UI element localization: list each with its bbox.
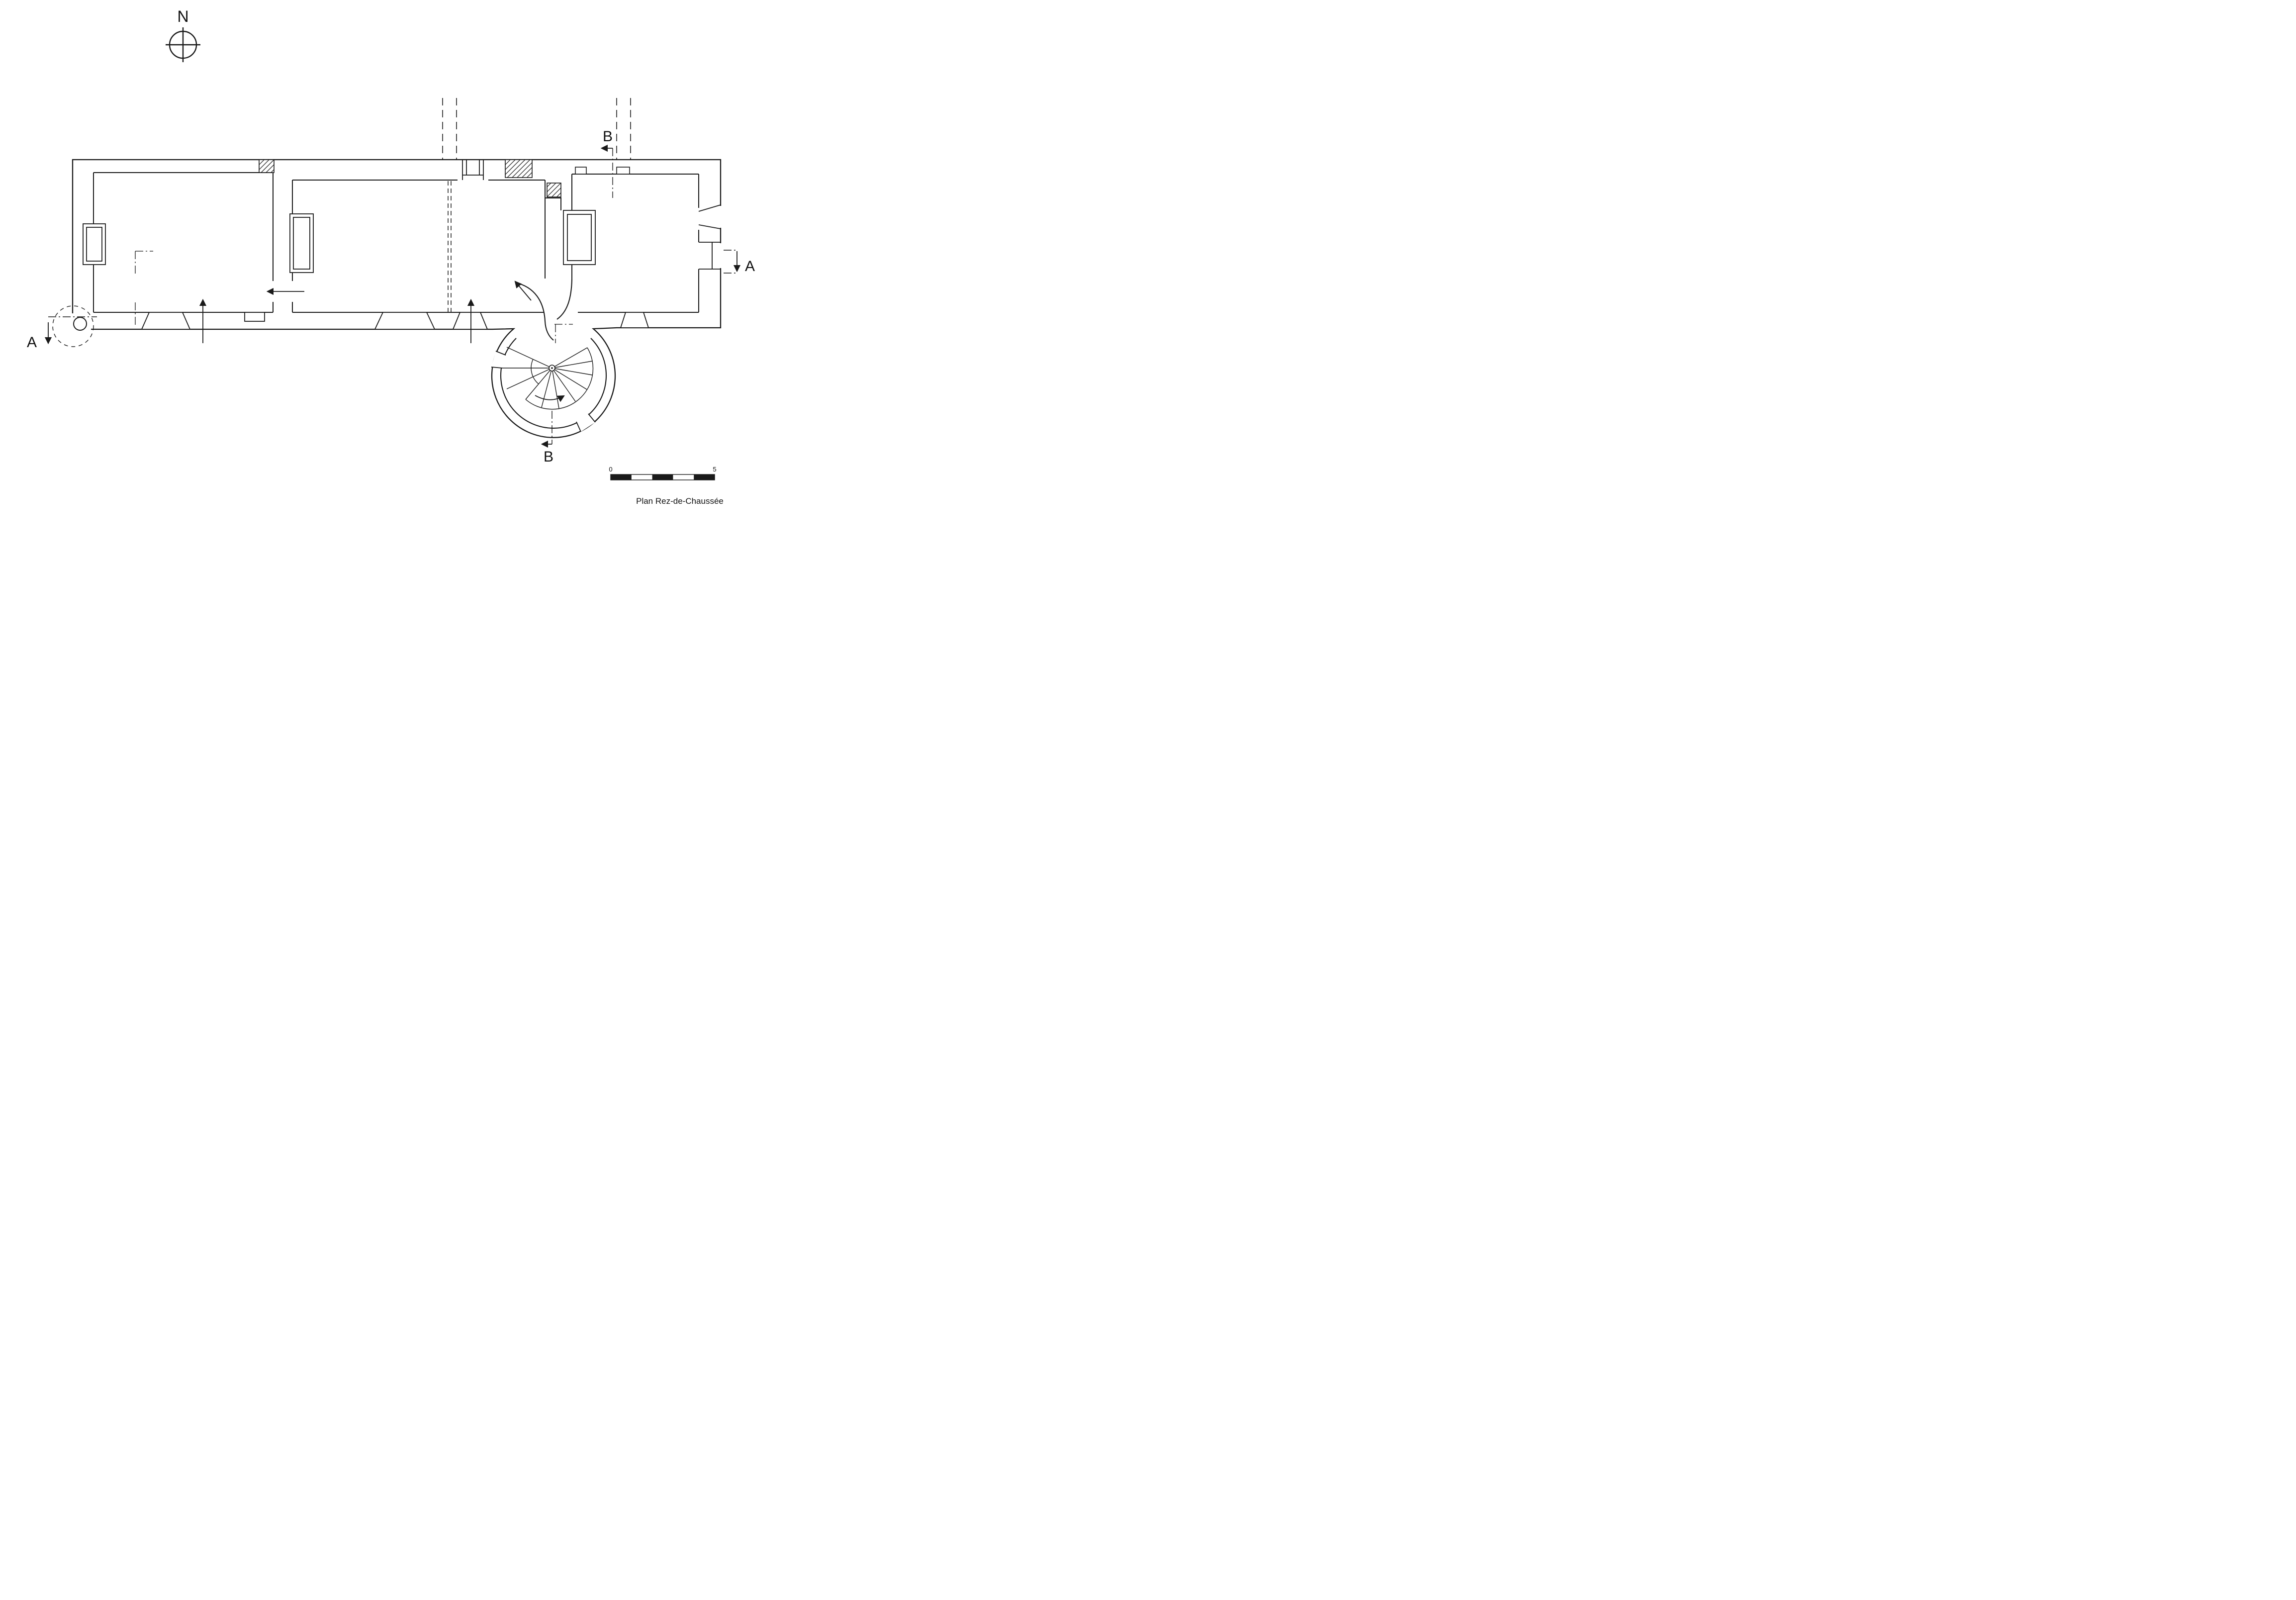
section-label-b-top: B (603, 128, 613, 145)
north-wall-window (462, 160, 484, 180)
circulation-arrows (199, 281, 532, 343)
stair-access-arrow (514, 281, 532, 301)
tower-door-west (491, 351, 506, 369)
floor-plan-drawing: N (27, 7, 755, 506)
stair-treads (502, 347, 593, 409)
hatched-wall-west (259, 159, 275, 173)
corner-turret-detail (52, 305, 94, 347)
stair-inner-arc (531, 359, 539, 384)
outer-wall (72, 159, 722, 438)
overhead-projection-lines (442, 98, 631, 159)
section-marker-b-top: B (600, 128, 613, 198)
north-label: N (177, 7, 188, 25)
window-niches (83, 210, 596, 273)
section-label-a-right: A (745, 258, 755, 275)
hatched-wall-central (505, 159, 533, 178)
south-door-west (141, 312, 191, 330)
drawing-title: Plan Rez-de-Chaussée (636, 496, 724, 506)
east-facade-window (699, 242, 724, 270)
stair-up-arrow (535, 395, 565, 402)
scale-min-label: 0 (609, 466, 612, 473)
spiral-staircase (502, 347, 594, 410)
section-marker-a-left: A (27, 316, 97, 351)
stair-outer-arc (525, 347, 594, 410)
east-corner-splay (698, 204, 724, 229)
south-wall-recess (244, 312, 265, 322)
hatched-wall-sections (259, 159, 561, 197)
south-door-central-2 (452, 312, 488, 330)
scale-max-label: 5 (713, 466, 716, 473)
south-door-east (620, 312, 649, 328)
compass-icon (166, 27, 200, 62)
south-door-central (374, 312, 436, 330)
inner-walls (93, 172, 699, 313)
stair-curve-east (556, 279, 573, 320)
window-niche-central-wall (289, 213, 314, 273)
section-label-b-bottom: B (544, 449, 553, 465)
north-wall-niches-east (575, 167, 630, 175)
room-west (93, 172, 274, 312)
window-niche-west-wall (83, 223, 106, 265)
axis-marks (135, 251, 573, 343)
room-east (571, 174, 699, 312)
stair-curve-west (515, 282, 554, 341)
overhead-beam-dashed (448, 181, 452, 312)
tower-inner-wall (500, 338, 607, 429)
door-openings (141, 312, 649, 330)
scale-bar: 0 5 (609, 466, 717, 480)
stair-tower (491, 279, 607, 432)
projection-dashed-circle (52, 305, 94, 347)
north-compass: N (166, 7, 200, 62)
hatched-flue (547, 183, 561, 197)
section-marker-b-bottom: B (541, 411, 553, 465)
tower-door-southeast (576, 413, 596, 432)
room-central (292, 180, 561, 312)
section-label-a-left: A (27, 334, 37, 351)
section-marker-a-right: A (724, 250, 755, 275)
window-niche-east-wall (563, 210, 596, 265)
floor-plan-page: N (0, 0, 766, 534)
